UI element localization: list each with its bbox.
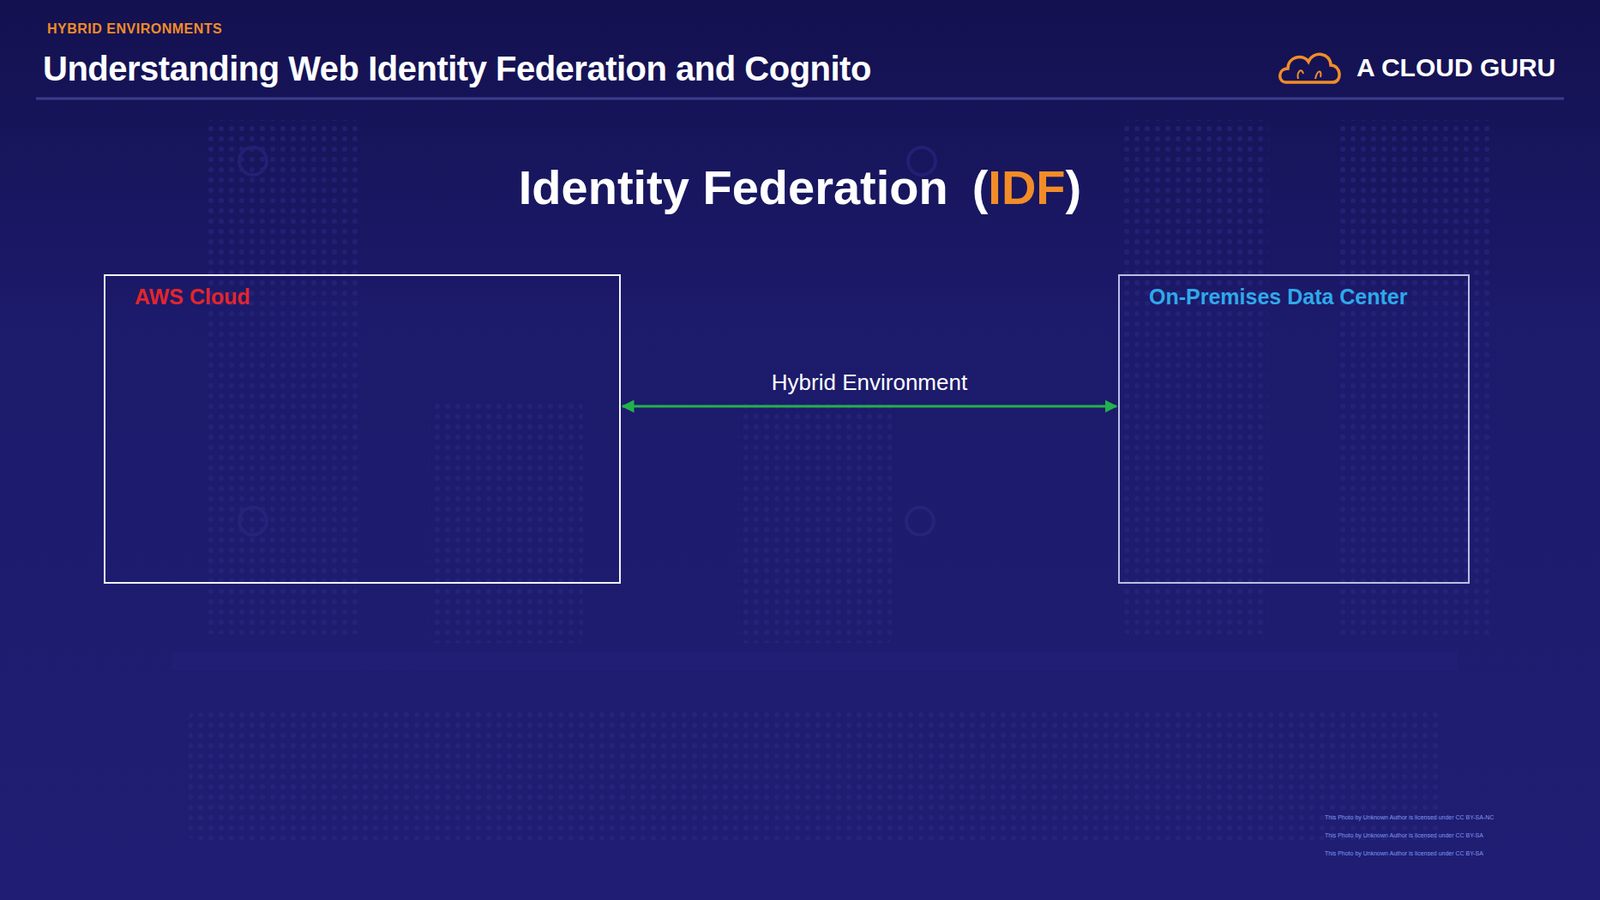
photo-credit: This Photo by Unknown Author is licensed… (1324, 832, 1484, 839)
brand-name: A CLOUD GURU (1356, 53, 1556, 83)
connector-label: Hybrid Environment (771, 369, 968, 397)
section-label: HYBRID ENVIRONMENTS (47, 21, 223, 37)
slide-heading: Identity Federation (518, 159, 949, 216)
on-premises-box: On-Premises Data Center (1118, 274, 1470, 584)
header-rule (36, 97, 1564, 101)
aws-cloud-box: AWS Cloud (103, 274, 621, 584)
photo-credit: This Photo by Unknown Author is licensed… (1324, 850, 1484, 857)
region-label: AWS Cloud (134, 284, 602, 310)
page-title: Understanding Web Identity Federation an… (42, 49, 872, 89)
slide-heading: ( (972, 159, 989, 216)
slide-heading: ) (1065, 159, 1083, 216)
region-label: On-Premises Data Center (1148, 284, 1451, 310)
heading-row: Identity Federation (IDF) (0, 159, 1600, 216)
slide-heading-acronym: IDF (987, 159, 1065, 216)
photo-credit: This Photo by Unknown Author is licensed… (1324, 814, 1494, 821)
server-rack (171, 120, 1492, 841)
cloud-logo (1280, 54, 1340, 83)
hybrid-connector (622, 405, 1117, 409)
